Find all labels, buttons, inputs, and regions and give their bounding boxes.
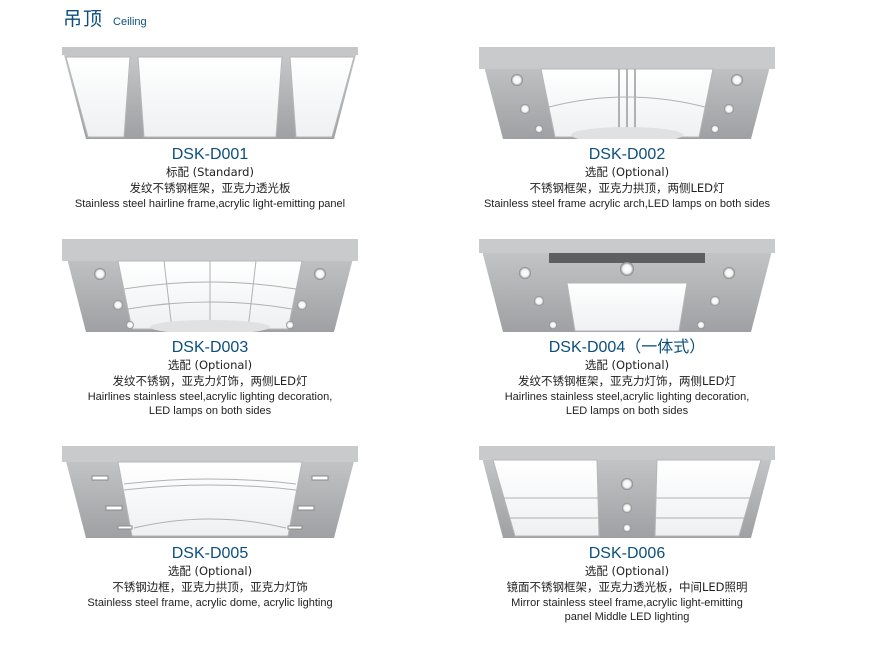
ceiling-desc-zh: 发纹不锈钢，亚克力灯饰，两侧LED灯 <box>112 374 308 388</box>
ceiling-image-d006 <box>479 446 775 538</box>
ceiling-type: 选配 (Optional) <box>584 358 670 372</box>
ceiling-desc-en-line2: panel Middle LED lighting <box>564 611 690 623</box>
ceiling-code: DSK-D004（一体式） <box>548 339 706 356</box>
ceiling-code: DSK-D003 <box>171 339 249 356</box>
ceiling-card-d002: DSK-D002 选配 (Optional) 不锈钢框架，亚克力拱顶，两侧LED… <box>427 47 827 211</box>
page-subtitle: Ceiling <box>113 16 147 28</box>
ceiling-desc-en-line2: LED lamps on both sides <box>565 405 689 417</box>
ceiling-desc-en: Mirror stainless steel frame,acrylic lig… <box>511 597 743 609</box>
ceiling-card-d005: DSK-D005 选配 (Optional) 不锈钢边框，亚克力拱顶，亚克力灯饰… <box>10 446 410 610</box>
ceiling-type: 标配 (Standard) <box>166 165 254 179</box>
ceiling-desc-en: Stainless steel frame acrylic arch,LED l… <box>483 198 771 210</box>
ceiling-image-d003 <box>62 239 358 332</box>
ceiling-desc-zh: 不锈钢框架，亚克力拱顶，两侧LED灯 <box>529 181 725 195</box>
ceiling-image-d004 <box>479 239 775 332</box>
ceiling-desc-en: Hairlines stainless steel,acrylic lighti… <box>504 391 750 403</box>
ceiling-type: 选配 (Optional) <box>167 358 253 372</box>
ceiling-code: DSK-D005 <box>171 545 249 562</box>
ceiling-type: 选配 (Optional) <box>584 564 670 578</box>
ceiling-desc-en: Hairlines stainless steel,acrylic lighti… <box>87 391 333 403</box>
ceiling-type: 选配 (Optional) <box>584 165 670 179</box>
ceiling-card-d001: DSK-D001 标配 (Standard) 发纹不锈钢框架，亚克力透光板 St… <box>10 47 410 211</box>
ceiling-code: DSK-D006 <box>588 545 666 562</box>
ceiling-desc-en: Stainless steel hairline frame,acrylic l… <box>74 198 346 210</box>
ceiling-desc-zh: 不锈钢边框，亚克力拱顶，亚克力灯饰 <box>112 580 308 594</box>
ceiling-type: 选配 (Optional) <box>167 564 253 578</box>
page-title: 吊顶 <box>63 8 104 30</box>
ceiling-code: DSK-D002 <box>588 146 666 163</box>
ceiling-card-d006: DSK-D006 选配 (Optional) 镜面不锈钢框架，亚克力透光板，中间… <box>427 446 827 624</box>
page-header: 吊顶 Ceiling <box>63 4 147 31</box>
ceiling-card-d003: DSK-D003 选配 (Optional) 发纹不锈钢，亚克力灯饰，两侧LED… <box>10 239 410 418</box>
ceiling-image-d001 <box>62 47 358 139</box>
ceiling-desc-zh: 发纹不锈钢框架，亚克力灯饰，两侧LED灯 <box>517 374 737 388</box>
ceiling-desc-zh: 镜面不锈钢框架，亚克力透光板，中间LED照明 <box>506 580 748 594</box>
ceiling-desc-zh: 发纹不锈钢框架，亚克力透光板 <box>129 181 291 195</box>
ceiling-card-d004: DSK-D004（一体式） 选配 (Optional) 发纹不锈钢框架，亚克力灯… <box>427 239 827 418</box>
ceiling-image-d005 <box>62 446 358 538</box>
ceiling-image-d002 <box>479 47 775 139</box>
ceiling-desc-en: Stainless steel frame, acrylic dome, acr… <box>87 597 333 609</box>
ceiling-desc-en-line2: LED lamps on both sides <box>148 405 272 417</box>
ceiling-code: DSK-D001 <box>171 146 249 163</box>
